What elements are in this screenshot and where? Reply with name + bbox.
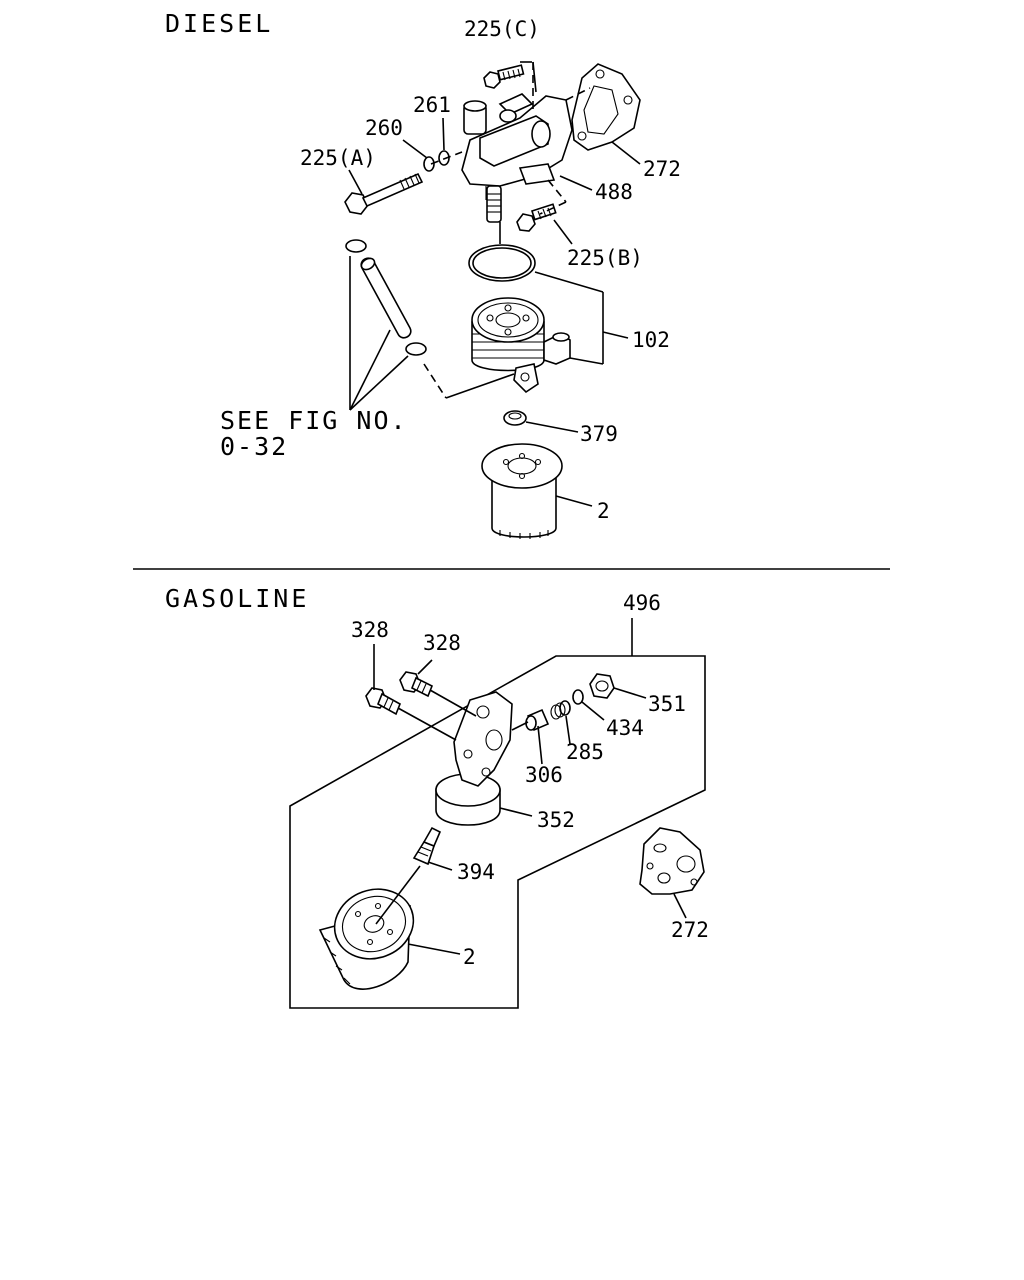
diesel-gasket-272 (571, 63, 641, 151)
callout-328-left: 328 (351, 618, 389, 642)
see-fig-note-line2: 0-32 (220, 432, 288, 461)
diesel-section-title: DIESEL (165, 9, 273, 38)
gasoline-adapter-352 (435, 691, 513, 826)
diesel-bolt-225a (344, 172, 424, 215)
diesel-oil-filter-2 (481, 443, 563, 539)
callout-260: 260 (365, 116, 403, 140)
callout-225b: 225(B) (567, 246, 643, 270)
gasoline-kit-outline-496 (289, 655, 706, 1009)
gasoline-fitting-328b (399, 671, 434, 698)
see-fig-note-line1: SEE FIG NO. (220, 406, 408, 435)
diesel-bolt-225b (516, 203, 557, 232)
callout-328-right: 328 (423, 631, 461, 655)
gasoline-spring-285 (550, 700, 571, 720)
callout-225c: 225(C) (464, 17, 540, 41)
diesel-nipple-379 (503, 410, 527, 426)
callout-285: 285 (566, 740, 604, 764)
callout-306: 306 (525, 763, 563, 787)
callout-2-diesel: 2 (597, 499, 610, 523)
diesel-washer-261 (438, 150, 450, 166)
callout-2-gasoline: 2 (463, 945, 476, 969)
callout-351: 351 (648, 692, 686, 716)
diesel-leader-lines (348, 61, 641, 507)
callout-394: 394 (457, 860, 495, 884)
callout-434: 434 (606, 716, 644, 740)
diesel-bolt-225c (483, 64, 525, 89)
diesel-hose-assembly (345, 239, 427, 356)
callout-379: 379 (580, 422, 618, 446)
diesel-washer-260 (423, 156, 435, 172)
gasoline-section-title: GASOLINE (165, 584, 309, 613)
callout-102: 102 (632, 328, 670, 352)
gasoline-washer-434 (572, 689, 584, 705)
callout-272-gasoline: 272 (671, 918, 709, 942)
gasoline-oil-filter-2 (318, 888, 415, 990)
gasoline-nipple-394 (412, 826, 442, 866)
gasoline-plug-351 (589, 673, 615, 699)
diesel-filter-head (461, 93, 573, 223)
callout-352: 352 (537, 808, 575, 832)
callout-496: 496 (623, 591, 661, 615)
callout-272-diesel: 272 (643, 157, 681, 181)
diesel-o-ring (468, 244, 536, 282)
gasoline-valve-306 (525, 708, 550, 732)
callout-225a: 225(A) (300, 146, 376, 170)
gasoline-fitting-328a (365, 687, 402, 716)
callout-488: 488 (595, 180, 633, 204)
callout-261: 261 (413, 93, 451, 117)
gasoline-leader-lines (373, 618, 687, 955)
diesel-oil-cooler-102 (471, 297, 571, 394)
gasoline-gasket-272 (639, 827, 705, 895)
